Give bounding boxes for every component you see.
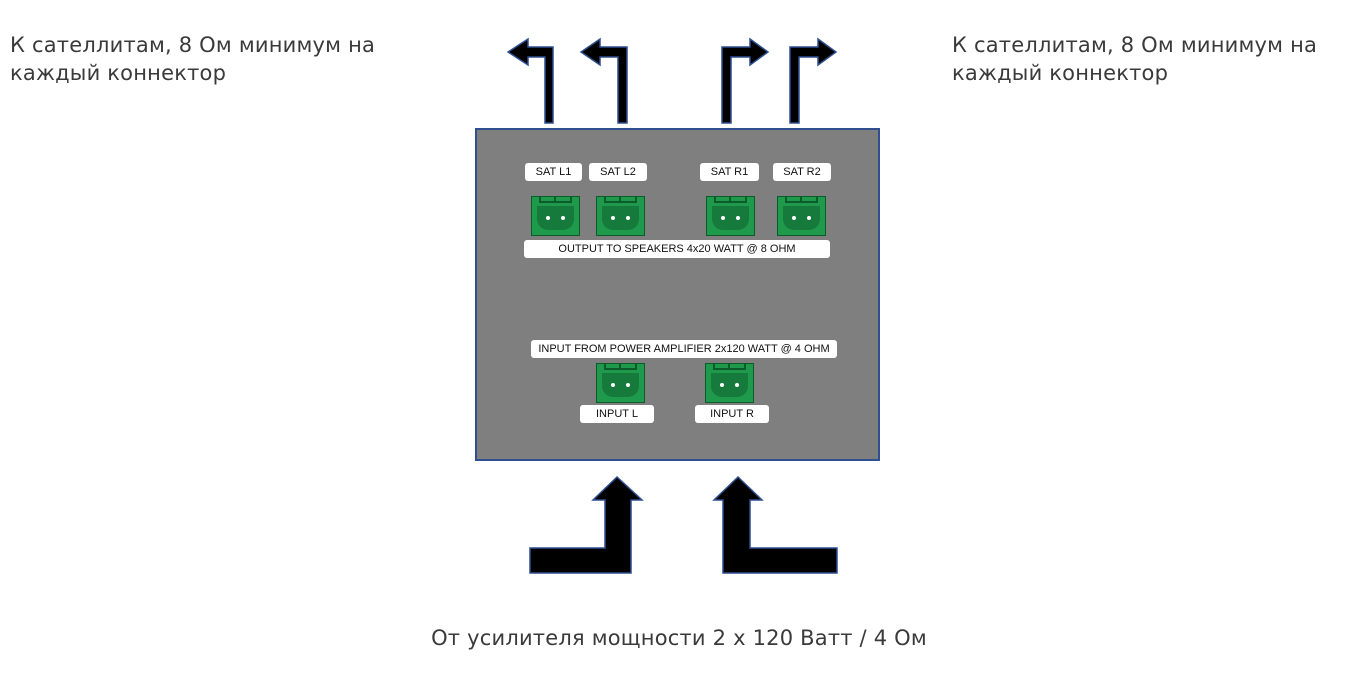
connector-input-r bbox=[705, 363, 754, 403]
caption-bottom: От усилителя мощности 2 x 120 Ватт / 4 О… bbox=[431, 626, 927, 650]
caption-top-right: К сателлитам, 8 Ом минимум на каждый кон… bbox=[952, 33, 1318, 85]
connector-sat-l2 bbox=[596, 196, 645, 236]
caption-top-left: К сателлитам, 8 Ом минимум на каждый кон… bbox=[10, 33, 376, 85]
arrow-input-l bbox=[529, 475, 644, 574]
label-output-title: OUTPUT TO SPEAKERS 4x20 WATT @ 8 OHM bbox=[524, 240, 830, 258]
arrow-sat-l2 bbox=[579, 37, 628, 124]
connector-sat-r1 bbox=[706, 196, 755, 236]
arrow-sat-r2 bbox=[789, 37, 838, 124]
connector-sat-r2 bbox=[777, 196, 826, 236]
connector-input-l bbox=[596, 363, 645, 403]
arrow-sat-l1 bbox=[506, 37, 554, 124]
label-sat-r1: SAT R1 bbox=[700, 163, 759, 181]
arrow-sat-r1 bbox=[721, 37, 770, 124]
label-input-r: INPUT R bbox=[695, 405, 769, 423]
label-sat-l1: SAT L1 bbox=[525, 163, 582, 181]
label-sat-l2: SAT L2 bbox=[589, 163, 647, 181]
arrow-input-r bbox=[712, 475, 838, 574]
crossover-panel: SAT L1 SAT L2 SAT R1 SAT R2 OUTPUT TO SP… bbox=[475, 128, 880, 461]
connector-sat-l1 bbox=[531, 196, 580, 236]
label-sat-r2: SAT R2 bbox=[773, 163, 831, 181]
label-input-l: INPUT L bbox=[580, 405, 654, 423]
label-input-title: INPUT FROM POWER AMPLIFIER 2x120 WATT @ … bbox=[531, 340, 837, 358]
